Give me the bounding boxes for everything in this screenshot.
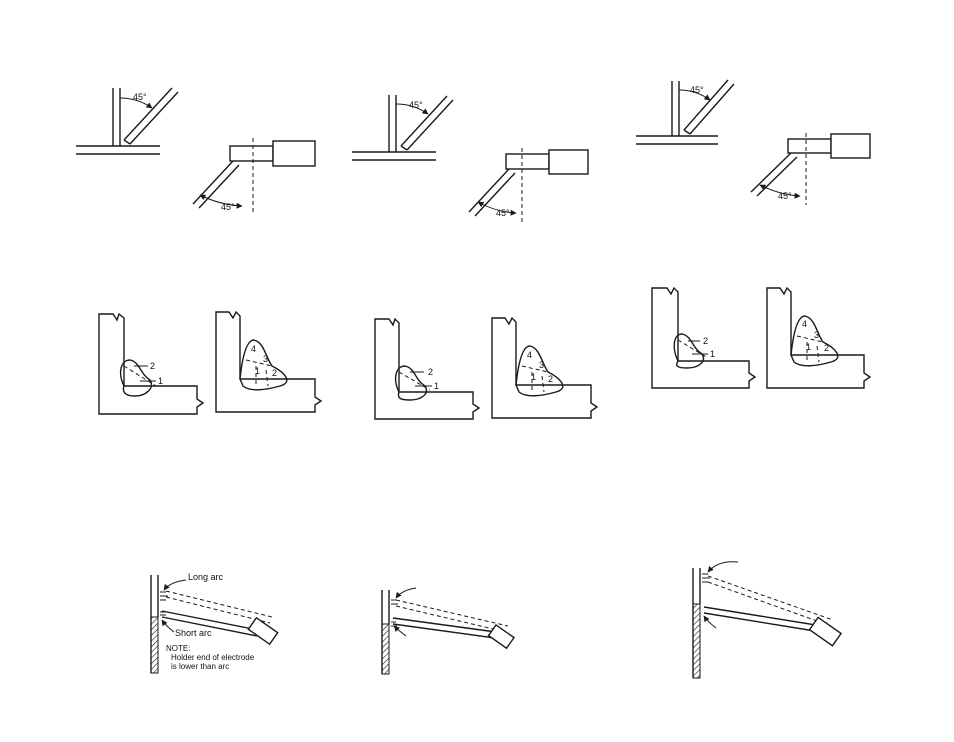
pass-number: 1 [710, 349, 715, 359]
front-view-fillet-1: 45° [76, 88, 178, 154]
angle-view-group-3: 45° 45° [636, 80, 870, 205]
note-title: NOTE: [166, 644, 190, 653]
four-pass-joint-3: 4 3 1 2 [767, 288, 870, 388]
pass-number: 2 [150, 361, 155, 371]
angle-view-group-2: 45° 45° [352, 95, 588, 222]
angle-label: 45° [221, 202, 235, 212]
four-pass-joint-1: 4 3 1 2 [216, 312, 321, 412]
pass-number: 2 [824, 343, 829, 353]
electrode-short-arc [704, 607, 841, 646]
two-pass-joint-2: 2 1 [375, 319, 479, 419]
angle-label: 45° [133, 92, 147, 102]
two-pass-joint-1: 2 1 [99, 314, 203, 414]
short-arc-label: Short arc [175, 628, 212, 638]
arc-spark [702, 574, 710, 582]
side-view-holder-3: 45° [751, 133, 870, 205]
bead-sequence-group-1: 2 1 4 3 1 2 [99, 312, 321, 414]
pass-number: 1 [806, 342, 811, 352]
bead-sequence-group-2: 2 1 4 3 1 2 [375, 318, 597, 419]
note-line-1: Holder end of electrode [171, 653, 255, 662]
pass-number: 2 [703, 336, 708, 346]
pass-number: 1 [158, 376, 163, 386]
arc-length-panel-2 [382, 588, 514, 674]
arc-spark [391, 600, 398, 626]
electrode-short-arc [393, 618, 514, 648]
pass-number: 1 [255, 366, 260, 376]
pass-number: 1 [434, 381, 439, 391]
pass-number: 3 [814, 330, 819, 340]
two-pass-joint-3: 2 1 [652, 288, 755, 388]
pass-number: 4 [802, 319, 807, 329]
pass-number: 3 [263, 354, 268, 364]
note-line-2: is lower than arc [171, 662, 229, 671]
electrode-long-arc [708, 576, 833, 626]
pass-number: 4 [527, 350, 532, 360]
pass-number: 2 [272, 368, 277, 378]
long-arc-label: Long arc [188, 572, 224, 582]
angle-label: 45° [690, 85, 704, 95]
four-pass-joint-2: 4 3 1 2 [492, 318, 597, 418]
pass-number: 3 [539, 360, 544, 370]
pass-number: 1 [531, 372, 536, 382]
pass-number: 4 [251, 344, 256, 354]
arc-length-panel-3 [693, 562, 841, 678]
pass-number: 2 [548, 374, 553, 384]
angle-label: 45° [409, 100, 423, 110]
angle-label: 45° [778, 191, 792, 201]
angle-label: 45° [496, 208, 510, 218]
arc-length-panel-1: Long arc Short arc NOTE: Holder end of e… [151, 572, 278, 673]
bead-sequence-group-3: 2 1 4 3 1 2 [652, 288, 870, 388]
front-view-fillet-3: 45° [636, 80, 734, 144]
side-view-holder-1: 45° [193, 138, 315, 214]
front-view-fillet-2: 45° [352, 95, 453, 160]
pass-number: 2 [428, 367, 433, 377]
angle-view-group-1: 45° 45° [76, 88, 315, 214]
side-view-holder-2: 45° [469, 148, 588, 222]
